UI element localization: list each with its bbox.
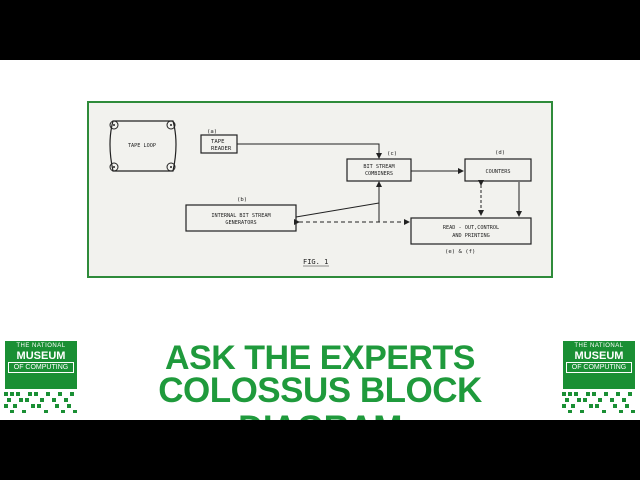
- logo-text-box: THE NATIONAL MUSEUM OF COMPUTING: [4, 340, 78, 390]
- figure-caption: FIG. 1: [303, 258, 328, 266]
- logo-text-box: THE NATIONAL MUSEUM OF COMPUTING: [562, 340, 636, 390]
- logo-middle-text: MUSEUM: [16, 350, 66, 362]
- combiners-line1: BIT STREAM: [363, 164, 394, 170]
- generators-line1: INTERNAL BIT STREAM: [211, 213, 270, 219]
- tape-reader-line2: READER: [211, 146, 232, 152]
- logo-pixel-pattern: [4, 392, 77, 413]
- readout-tag: (e) & (f): [445, 249, 475, 255]
- letterbox-top: [0, 0, 640, 60]
- tape-loop: TAPE LOOP: [109, 120, 177, 172]
- combiners-tag: (c): [387, 151, 397, 157]
- tape-reader-line1: TAPE: [211, 139, 225, 145]
- readout-block: READ - OUT,CONTROL AND PRINTING (e) & (f…: [410, 217, 532, 255]
- counters-tag: (d): [495, 150, 505, 156]
- combiners-line2: COMBINERS: [365, 171, 393, 177]
- block-diagram-frame: TAPE LOOP (a) TAPE READER (b) INTERNAL B…: [87, 101, 553, 278]
- logo-middle-text: MUSEUM: [574, 350, 624, 362]
- colossus-block-diagram: TAPE LOOP (a) TAPE READER (b) INTERNAL B…: [109, 120, 532, 267]
- tape-loop-label: TAPE LOOP: [128, 143, 156, 149]
- readout-line2: AND PRINTING: [452, 233, 489, 239]
- bit-stream-generators-block: (b) INTERNAL BIT STREAM GENERATORS: [185, 197, 297, 232]
- counters-block: (d) COUNTERS: [464, 150, 532, 182]
- logo-top-text: THE NATIONAL: [16, 343, 66, 349]
- counters-label: COUNTERS: [486, 169, 511, 175]
- logo-top-text: THE NATIONAL: [574, 343, 624, 349]
- letterbox-bottom: [0, 420, 640, 480]
- readout-line1: READ - OUT,CONTROL: [443, 225, 499, 231]
- generators-tag: (b): [237, 197, 247, 203]
- logo-bottom-text: OF COMPUTING: [8, 362, 74, 373]
- museum-logo-right: THE NATIONAL MUSEUM OF COMPUTING: [562, 340, 636, 416]
- reader-to-combiners-arrow: [237, 143, 382, 159]
- museum-logo-left: THE NATIONAL MUSEUM OF COMPUTING: [4, 340, 78, 416]
- tape-reader-block: (a) TAPE READER: [200, 129, 238, 154]
- generators-line2: GENERATORS: [225, 220, 256, 226]
- logo-bottom-text: OF COMPUTING: [566, 362, 632, 373]
- logo-pixel-pattern: [562, 392, 635, 413]
- connections: [237, 143, 522, 225]
- tape-reader-tag: (a): [207, 129, 217, 135]
- title-line-1: ASK THE EXPERTS: [165, 339, 475, 377]
